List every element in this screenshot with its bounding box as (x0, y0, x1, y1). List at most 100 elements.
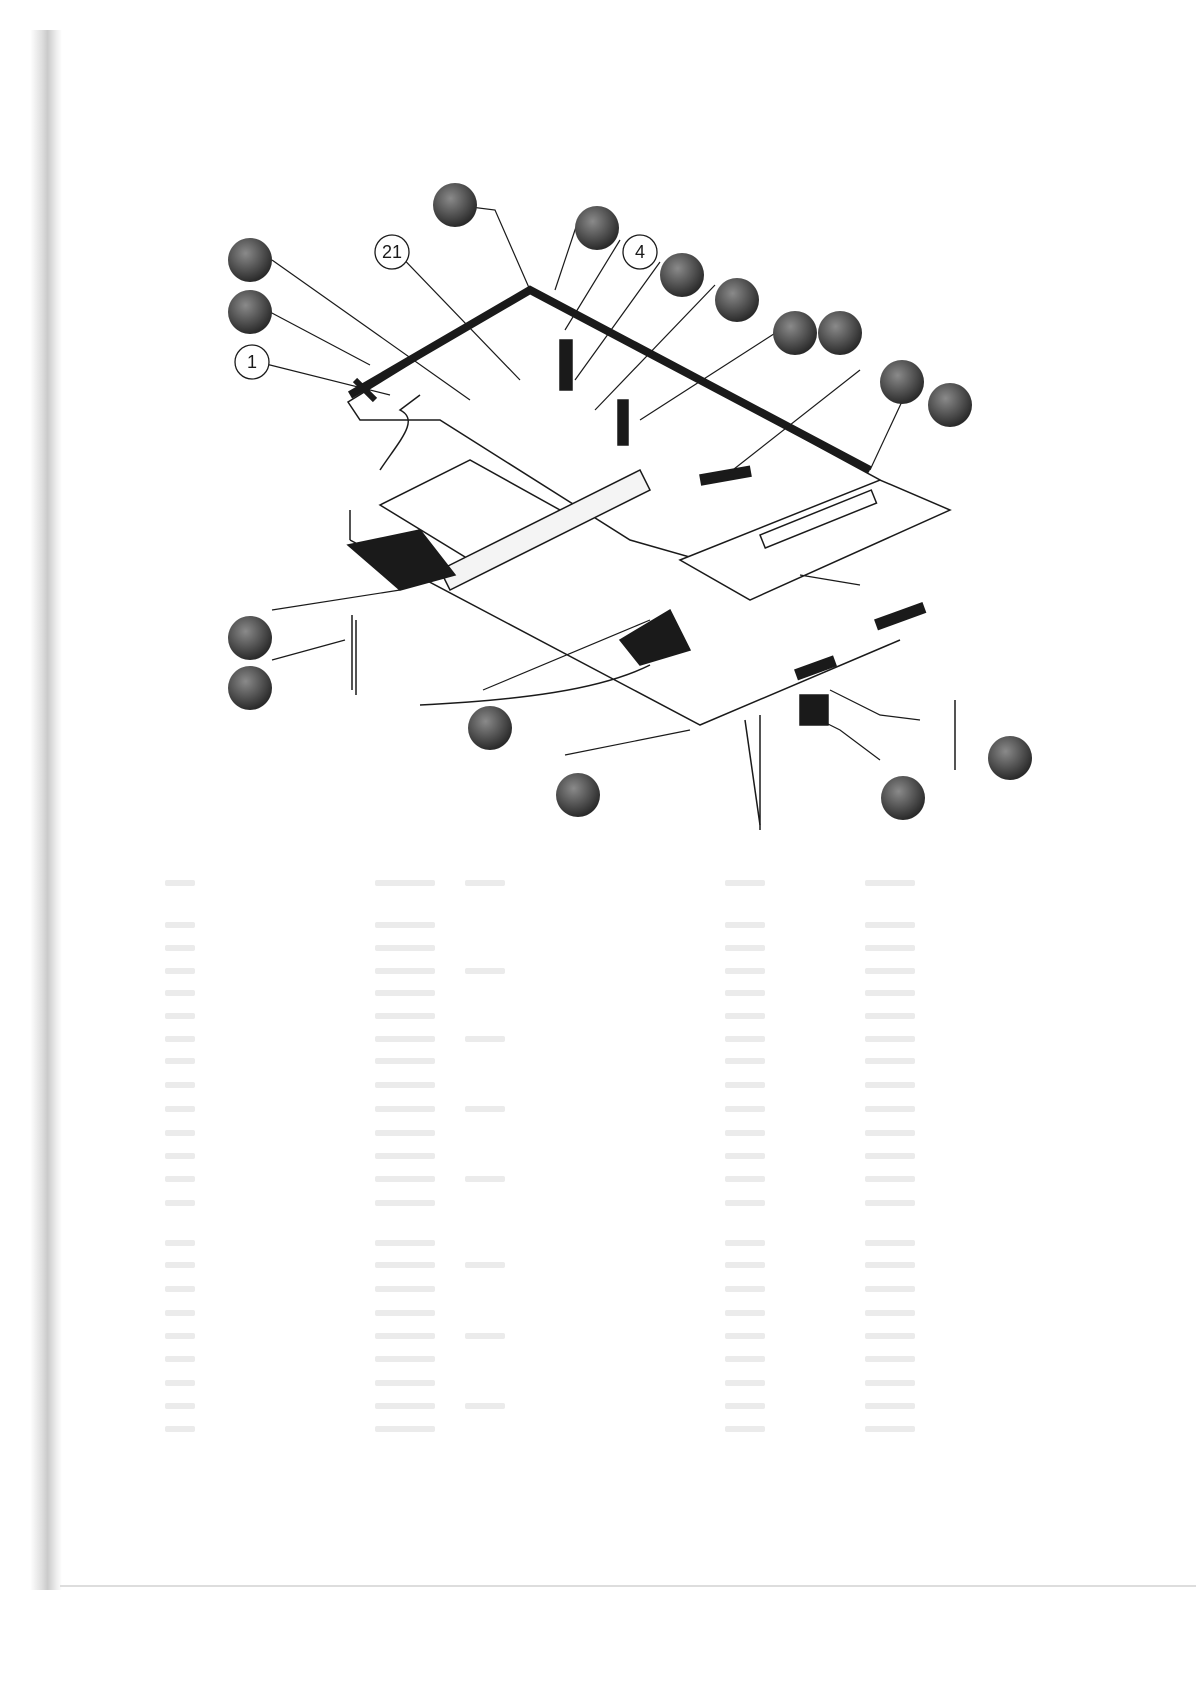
table-cell (725, 1356, 765, 1362)
table-cell (725, 1286, 765, 1292)
callout-ball (881, 776, 925, 820)
table-cell (375, 1082, 435, 1088)
table-cell (375, 1262, 435, 1268)
table-cell (865, 1262, 915, 1268)
chassis-outline (346, 285, 956, 830)
table-cell (375, 1240, 435, 1246)
table-cell (165, 1310, 195, 1316)
table-row (165, 1058, 965, 1064)
table-row (165, 1403, 965, 1409)
table-cell (165, 1130, 195, 1136)
table-row (165, 1036, 965, 1042)
table-cell (865, 880, 915, 886)
table-cell (165, 1380, 195, 1386)
table-cell (725, 1333, 765, 1339)
table-cell (165, 990, 195, 996)
table-cell (165, 1200, 195, 1206)
table-cell (865, 990, 915, 996)
table-cell (375, 1106, 435, 1112)
table-row (165, 1380, 965, 1386)
table-cell (725, 1013, 765, 1019)
table-cell (865, 1082, 915, 1088)
table-cell (465, 1403, 505, 1409)
table-cell (165, 880, 195, 886)
table-cell (725, 1036, 765, 1042)
table-cell (725, 1106, 765, 1112)
table-cell (375, 1036, 435, 1042)
table-cell (375, 1310, 435, 1316)
table-row (165, 880, 965, 886)
table-row (165, 1082, 965, 1088)
table-row (165, 1013, 965, 1019)
table-row (165, 1200, 965, 1206)
table-cell (725, 1426, 765, 1432)
table-row (165, 990, 965, 996)
table-cell (375, 1058, 435, 1064)
table-cell (865, 968, 915, 974)
table-cell (375, 1403, 435, 1409)
callout-ball (988, 736, 1032, 780)
table-cell (465, 1176, 505, 1182)
table-cell (375, 968, 435, 974)
table-row (165, 1333, 965, 1339)
table-cell (725, 1262, 765, 1268)
callout-label: 1 (247, 352, 257, 372)
callout-ball (660, 253, 704, 297)
table-cell (725, 922, 765, 928)
table-cell (465, 1262, 505, 1268)
table-cell (375, 1153, 435, 1159)
callout-ball (556, 773, 600, 817)
table-cell (865, 1310, 915, 1316)
table-cell (865, 1176, 915, 1182)
table-cell (865, 1240, 915, 1246)
table-cell (465, 1106, 505, 1112)
table-cell (865, 1106, 915, 1112)
table-row (165, 1262, 965, 1268)
table-row (165, 1130, 965, 1136)
table-cell (165, 1153, 195, 1159)
table-cell (375, 1380, 435, 1386)
table-cell (165, 1403, 195, 1409)
table-cell (165, 1426, 195, 1432)
table-cell (375, 922, 435, 928)
table-row (165, 1240, 965, 1246)
callout-ball (928, 383, 972, 427)
table-cell (865, 1013, 915, 1019)
callout-ball (773, 311, 817, 355)
table-cell (165, 1262, 195, 1268)
table-cell (375, 1286, 435, 1292)
table-cell (725, 1200, 765, 1206)
leader-lines (257, 204, 921, 761)
table-cell (865, 1036, 915, 1042)
table-cell (165, 1058, 195, 1064)
table-cell (725, 1176, 765, 1182)
table-cell (375, 1013, 435, 1019)
table-cell (165, 1286, 195, 1292)
table-cell (465, 1036, 505, 1042)
table-cell (165, 1240, 195, 1246)
table-cell (865, 1380, 915, 1386)
page-binding-shadow (30, 30, 62, 1590)
table-row (165, 1310, 965, 1316)
table-cell (865, 1356, 915, 1362)
table-cell (865, 1333, 915, 1339)
table-cell (375, 1130, 435, 1136)
table-cell (725, 1380, 765, 1386)
table-cell (375, 1200, 435, 1206)
table-cell (725, 945, 765, 951)
table-cell (865, 1130, 915, 1136)
callout-4 (622, 234, 658, 270)
table-cell (165, 1082, 195, 1088)
table-cell (725, 1130, 765, 1136)
table-cell (375, 1333, 435, 1339)
table-cell (865, 922, 915, 928)
callout-balls (228, 183, 1032, 820)
table-cell (165, 968, 195, 974)
table-row (165, 1286, 965, 1292)
table-cell (865, 1426, 915, 1432)
table-cell (865, 1403, 915, 1409)
table-cell (725, 1153, 765, 1159)
table-cell (865, 1200, 915, 1206)
callout-ball (818, 311, 862, 355)
